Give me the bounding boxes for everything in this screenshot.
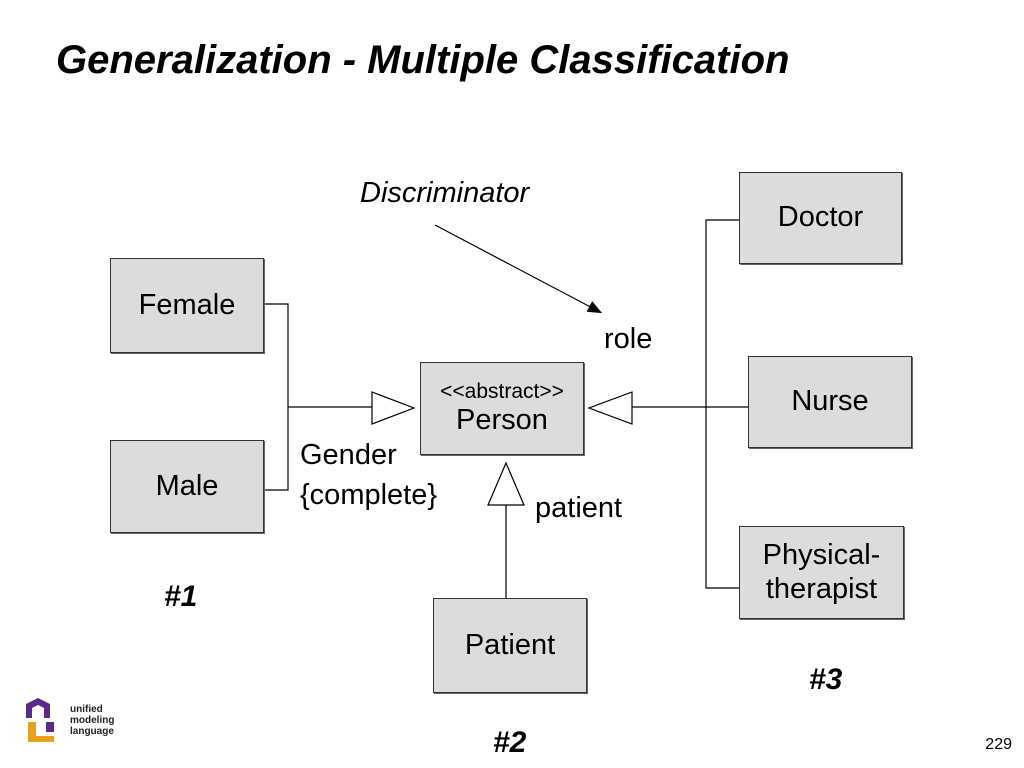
patient-discriminator-label: patient bbox=[535, 492, 623, 524]
marker-3: #3 bbox=[809, 663, 843, 696]
logo-line-modeling: modeling bbox=[70, 714, 115, 726]
marker-2: #2 bbox=[493, 726, 527, 759]
gender-label: Gender bbox=[300, 439, 397, 471]
role-generalization-line bbox=[632, 219, 748, 589]
gender-generalization-arrowhead bbox=[371, 391, 416, 425]
logo-line-language: language bbox=[70, 725, 114, 737]
page-number: 229 bbox=[985, 736, 1012, 753]
discriminator-label: Discriminator bbox=[360, 177, 530, 209]
person-stereotype: <<abstract>> bbox=[440, 379, 564, 403]
marker-1: #1 bbox=[164, 580, 198, 613]
class-person-label: Person bbox=[456, 403, 548, 436]
class-female: Female bbox=[110, 258, 264, 353]
logo-line-unified: unified bbox=[70, 703, 103, 715]
role-label: role bbox=[604, 323, 653, 355]
class-nurse-label: Nurse bbox=[791, 385, 869, 418]
uml-logo-icon bbox=[26, 698, 54, 742]
discriminator-arrow bbox=[434, 224, 603, 314]
class-physical-therapist: Physical- therapist bbox=[739, 526, 904, 619]
class-doctor: Doctor bbox=[739, 172, 902, 264]
patient-generalization-arrowhead bbox=[487, 461, 525, 506]
complete-constraint-label: {complete} bbox=[300, 479, 438, 511]
class-physical-therapist-line2: therapist bbox=[765, 572, 878, 605]
slide-title: Generalization - Multiple Classification bbox=[56, 38, 790, 82]
class-patient-label: Patient bbox=[464, 628, 556, 661]
class-male-label: Male bbox=[155, 469, 219, 502]
class-nurse: Nurse bbox=[748, 356, 912, 448]
class-doctor-label: Doctor bbox=[777, 201, 864, 234]
class-person: <<abstract>> Person bbox=[420, 362, 584, 455]
class-male: Male bbox=[110, 440, 264, 533]
class-female-label: Female bbox=[138, 288, 236, 321]
role-generalization-arrowhead bbox=[587, 391, 633, 425]
class-physical-therapist-line1: Physical- bbox=[762, 539, 881, 572]
class-patient: Patient bbox=[433, 598, 587, 693]
gender-generalization-line bbox=[265, 303, 372, 491]
uml-logo: unified modeling language bbox=[24, 696, 114, 744]
